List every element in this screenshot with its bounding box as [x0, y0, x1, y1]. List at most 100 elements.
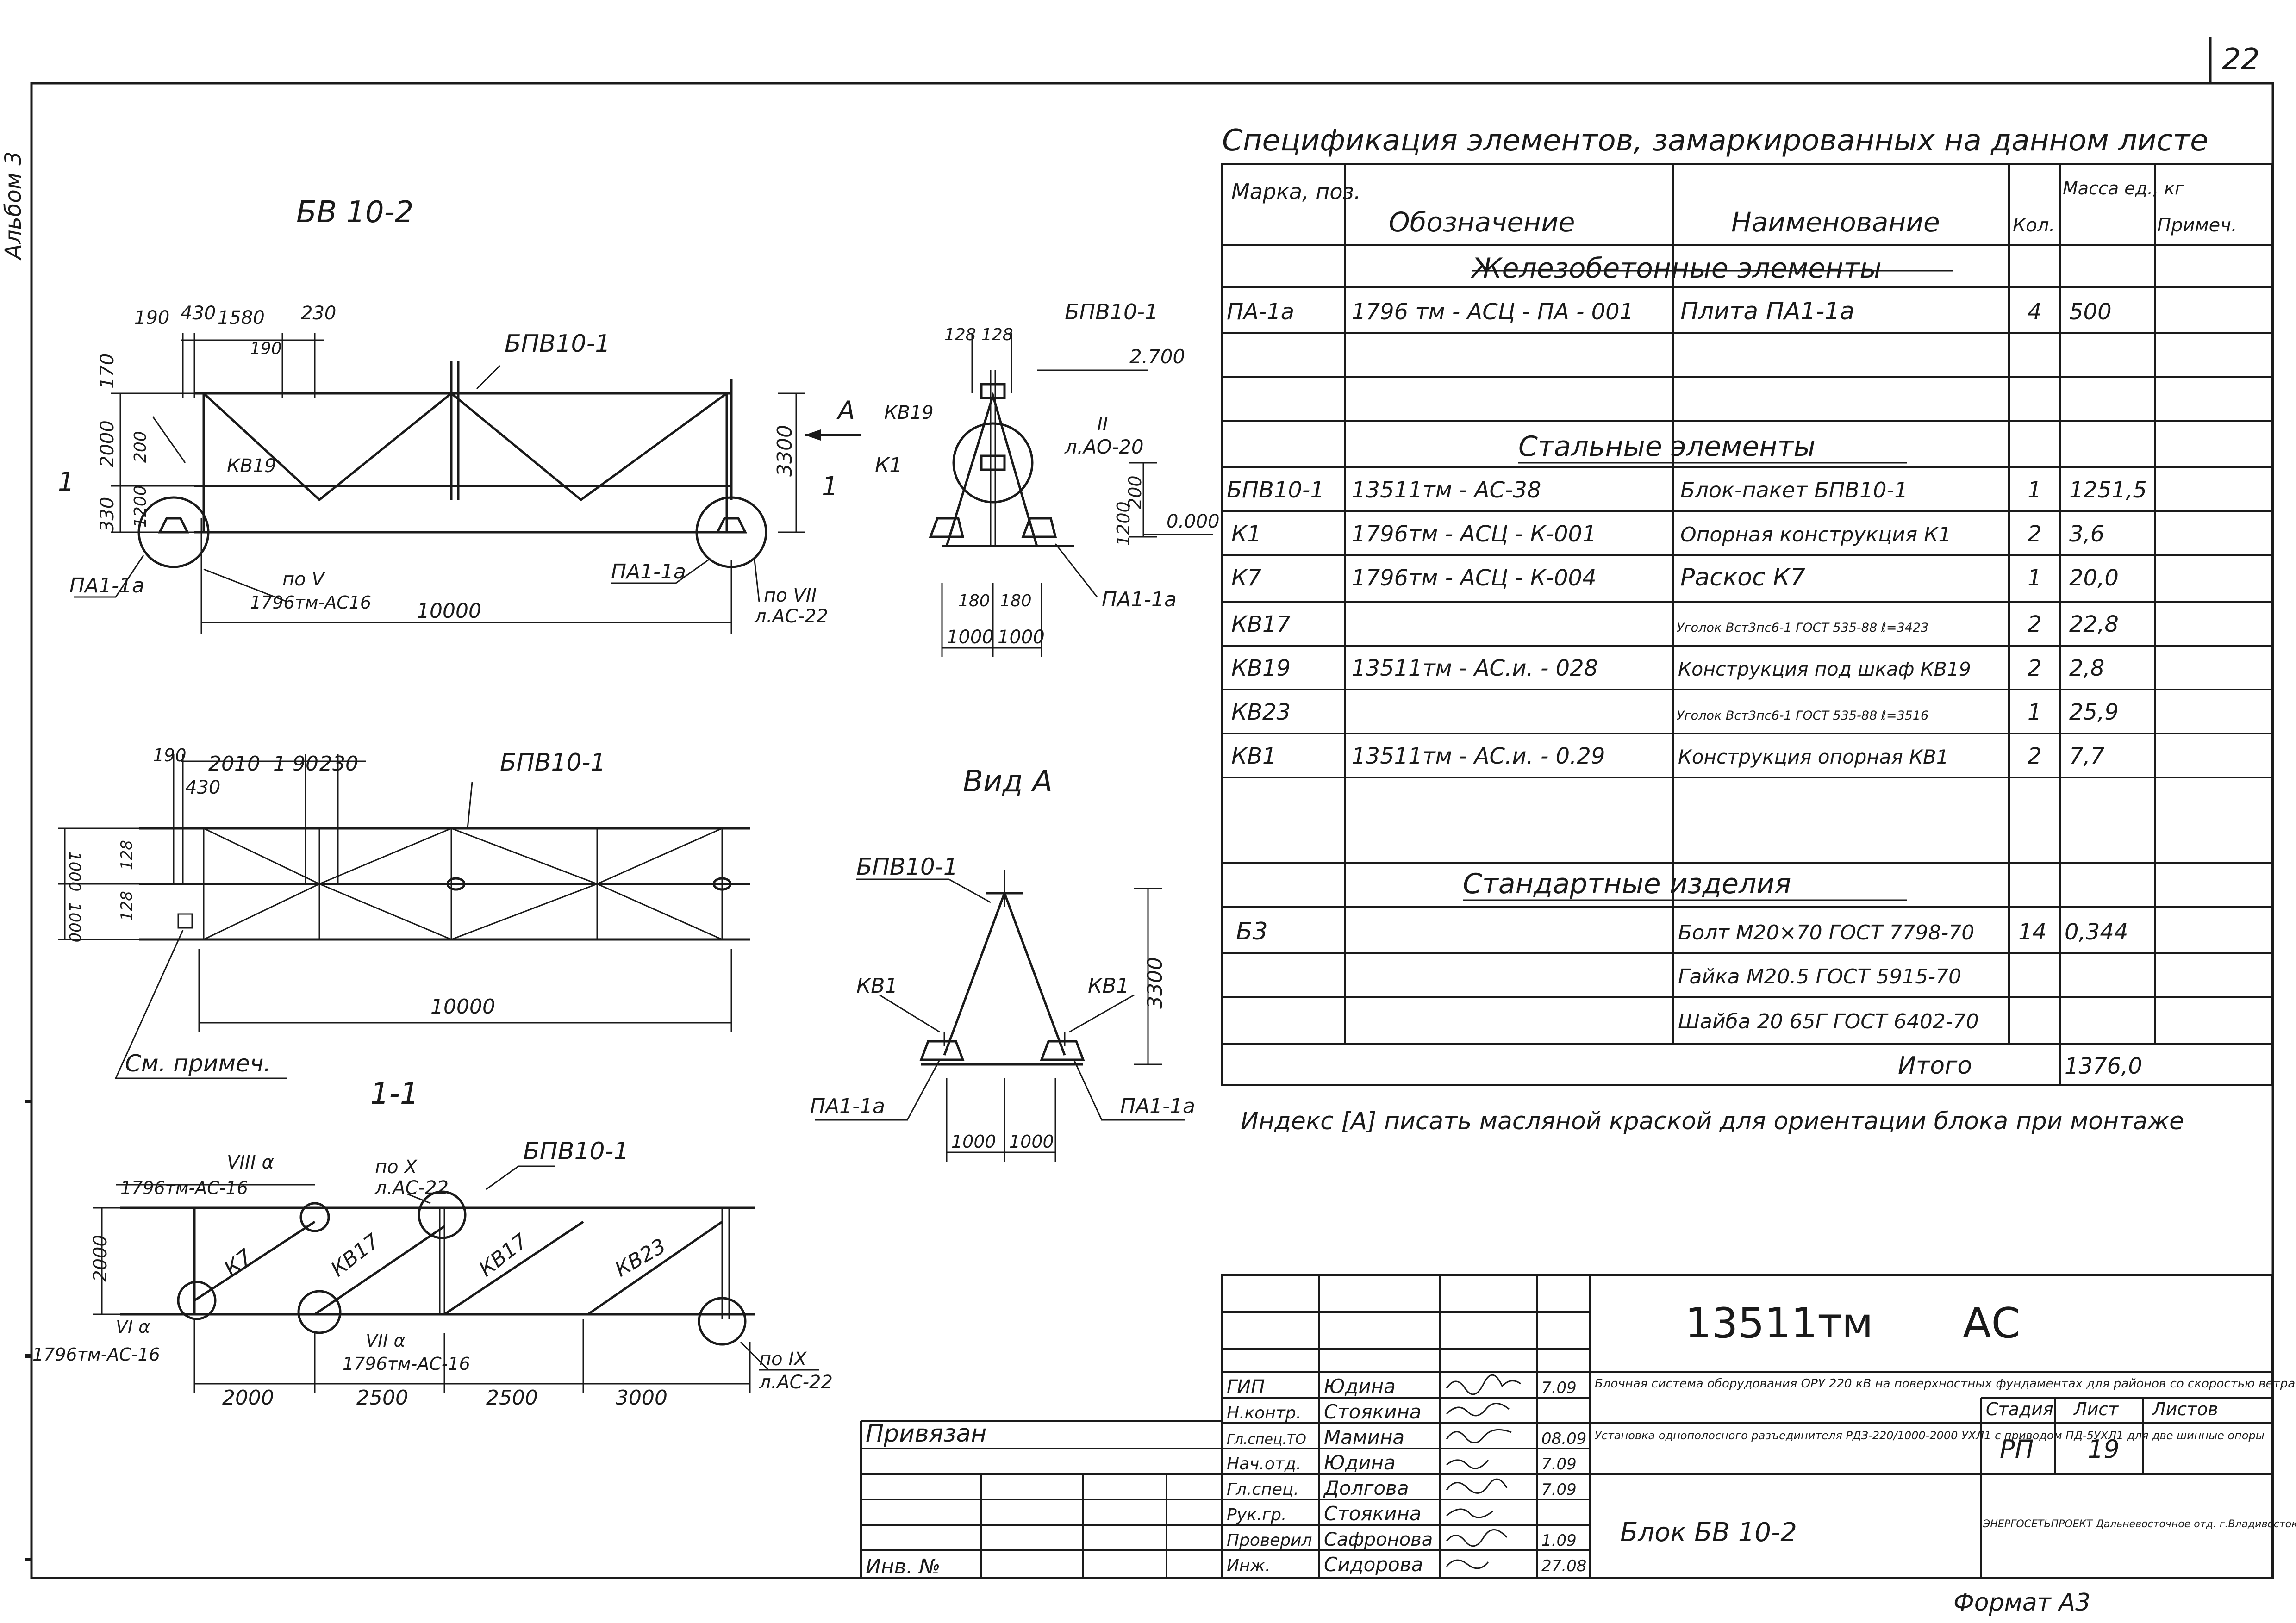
rows-rc: ПА-1а 1796 тм - АСЦ - ПА - 001 Плита ПА1… [1227, 298, 2112, 325]
stamp-sheet-label: Лист [2073, 1399, 2119, 1419]
section-view: 1-1 [32, 1077, 833, 1410]
sec-label-viii-a: VIII α [227, 1152, 274, 1173]
pl-dim-2010: 2010 [208, 752, 260, 776]
dim-1200: 1200 [131, 485, 150, 528]
pl-dim-128b: 128 [118, 891, 136, 921]
label-pa-left: ПА1-1а [69, 574, 144, 597]
cell-std-0-mass: 0,344 [2065, 919, 2128, 945]
spec-table: Спецификация элементов, замаркированных … [1221, 124, 2273, 1086]
stamp-privyazan: Привязан [866, 1420, 986, 1448]
pl-dim-430: 430 [185, 777, 220, 798]
sheet-frame [25, 37, 2274, 1579]
side-note: Альбом 3 [0, 151, 26, 261]
name-1: Стоякина [1324, 1400, 1422, 1423]
cell-rc-0-qty: 4 [2028, 299, 2042, 325]
stamp-sheet-no: 19 [2088, 1435, 2120, 1464]
pl-see-note: См. примеч. [125, 1050, 271, 1077]
cell-std-0-name: Болт М20×70 ГОСТ 7798-70 [1678, 921, 1974, 945]
sv-dim-180b: 180 [1000, 591, 1032, 610]
cell-std-0-mark: Б3 [1236, 918, 1268, 945]
section-mark-left: 1 [58, 467, 75, 497]
stamp-drawing-name: Блок БВ 10-2 [1620, 1517, 1797, 1548]
cell-st-0-designation: 13511тм - АС-38 [1352, 477, 1541, 503]
name-6: Сафронова [1324, 1529, 1433, 1550]
sec-label-bpv: БПВ10-1 [523, 1138, 629, 1165]
sv-dim-200: 200 [1125, 475, 1145, 509]
dim-190b: 190 [250, 339, 282, 358]
date-6: 1.09 [1541, 1531, 1577, 1550]
cell-st-4-name: Конструкция под шкаф КВ19 [1678, 658, 1971, 680]
total-label: Итого [1898, 1052, 1972, 1080]
dim-3300: 3300 [773, 425, 797, 477]
pl-dim-230: 230 [319, 752, 358, 776]
cell-st-2-designation: 1796тм - АСЦ - К-004 [1352, 565, 1597, 591]
va-label-kv1-right: КВ1 [1088, 974, 1129, 998]
sec-label-ref-ac16-top: 1796тм-АС-16 [120, 1178, 248, 1198]
label-po-vii: по VII [764, 585, 817, 606]
role-0: ГИП [1227, 1376, 1265, 1398]
stamp-inv-no: Инв. № [866, 1555, 940, 1579]
cell-st-3-mark: КВ17 [1231, 611, 1291, 637]
role-2: Гл.спец.ТО [1227, 1431, 1306, 1448]
dim-170: 170 [97, 354, 118, 389]
stamp-project-title: Блочная система оборудования ОРУ 220 кВ … [1595, 1377, 2296, 1391]
sv-dim-1000a: 1000 [947, 627, 994, 648]
cell-st-4-qty: 2 [2028, 655, 2042, 681]
pl-dim-1000b: 1000 [65, 902, 84, 943]
va-label-kv1-left: КВ1 [856, 974, 898, 998]
date-7: 27.08 [1541, 1557, 1586, 1575]
cell-st-5-qty: 1 [2028, 699, 2042, 725]
name-5: Стоякина [1324, 1502, 1422, 1525]
cell-st-3-name: Уголок Вст3пс6-1 ГОСТ 535-88 ℓ=3423 [1677, 621, 1928, 635]
cell-st-5-mass: 25,9 [2069, 699, 2119, 725]
view-a: Вид А БПВ10-1 КВ1 КВ1 3300 ПА1 [810, 765, 1195, 1162]
cell-st-4-designation: 13511тм - АС.и. - 028 [1352, 655, 1598, 681]
label-bpv-elev: БПВ10-1 [505, 330, 610, 358]
cell-st-0-mass: 1251,5 [2069, 477, 2147, 503]
bv-title: БВ 10-2 [296, 195, 413, 230]
cell-std-0-qty: 14 [2018, 919, 2046, 945]
label-arrow-a: А [836, 396, 855, 425]
va-label-bpv: БПВ10-1 [856, 853, 958, 880]
section-rc: Железобетонные элементы [1470, 252, 1882, 285]
cell-st-2-name: Раскос К7 [1680, 564, 1805, 591]
va-dim-3300: 3300 [1143, 957, 1167, 1009]
cell-st-0-qty: 1 [2028, 477, 2042, 503]
th-designation: Обозначение [1389, 206, 1575, 238]
index-note-text: Индекс [A] писать масляной краской для о… [1241, 1107, 2184, 1135]
cell-st-6-designation: 13511тм - АС.и. - 0.29 [1352, 743, 1605, 769]
stamp-sheet-type: АС [1963, 1299, 2020, 1348]
role-1: Н.контр. [1227, 1404, 1301, 1423]
sec-dim-2000v: 2000 [90, 1235, 111, 1282]
cell-st-1-name: Опорная конструкция К1 [1680, 523, 1951, 547]
dim-200: 200 [131, 431, 150, 463]
sec-label-kv23: КВ23 [611, 1234, 670, 1282]
role-6: Проверил [1227, 1531, 1312, 1550]
stamp-code: 13511тм [1685, 1299, 1873, 1348]
sec-label-ref-ac22-top: л.АС-22 [374, 1177, 449, 1199]
va-dim-1000a: 1000 [951, 1132, 996, 1152]
stamp-org: ЭНЕРГОСЕТЬПРОЕКТ Дальневосточное отд. г.… [1983, 1518, 2296, 1530]
sv-dim-128b: 128 [981, 325, 1013, 344]
stamp-sheets-label: Листов [2152, 1399, 2218, 1419]
label-ref-ac16: 1796тм-АС16 [250, 592, 371, 613]
signature-1 [1446, 1403, 1510, 1417]
name-0: Юдина [1324, 1375, 1396, 1398]
pl-dim-10000: 10000 [430, 995, 495, 1019]
label-pa-right: ПА1-1а [611, 560, 686, 584]
cell-st-0-name: Блок-пакет БПВ10-1 [1680, 478, 1908, 503]
sv-level-0000: 0.000 [1167, 511, 1220, 532]
sec-label-vii-a: VII α [366, 1331, 406, 1351]
section-title: 1-1 [370, 1077, 419, 1111]
dim-2000: 2000 [97, 420, 118, 467]
pl-dim-128a: 128 [118, 840, 136, 870]
th-qty: Кол. [2013, 215, 2055, 236]
cell-st-2-mass: 20,0 [2069, 565, 2119, 591]
sec-label-ref-ac16-mid: 1796тм-АС-16 [343, 1354, 470, 1374]
cell-st-2-qty: 1 [2028, 565, 2042, 591]
dim-230: 230 [301, 303, 336, 324]
cell-rc-0-name: Плита ПА1-1а [1680, 298, 1854, 325]
dim-1580: 1580 [218, 307, 265, 329]
sec-label-vi-a: VI α [116, 1317, 150, 1337]
pl-dim-1000a: 1000 [65, 852, 84, 892]
